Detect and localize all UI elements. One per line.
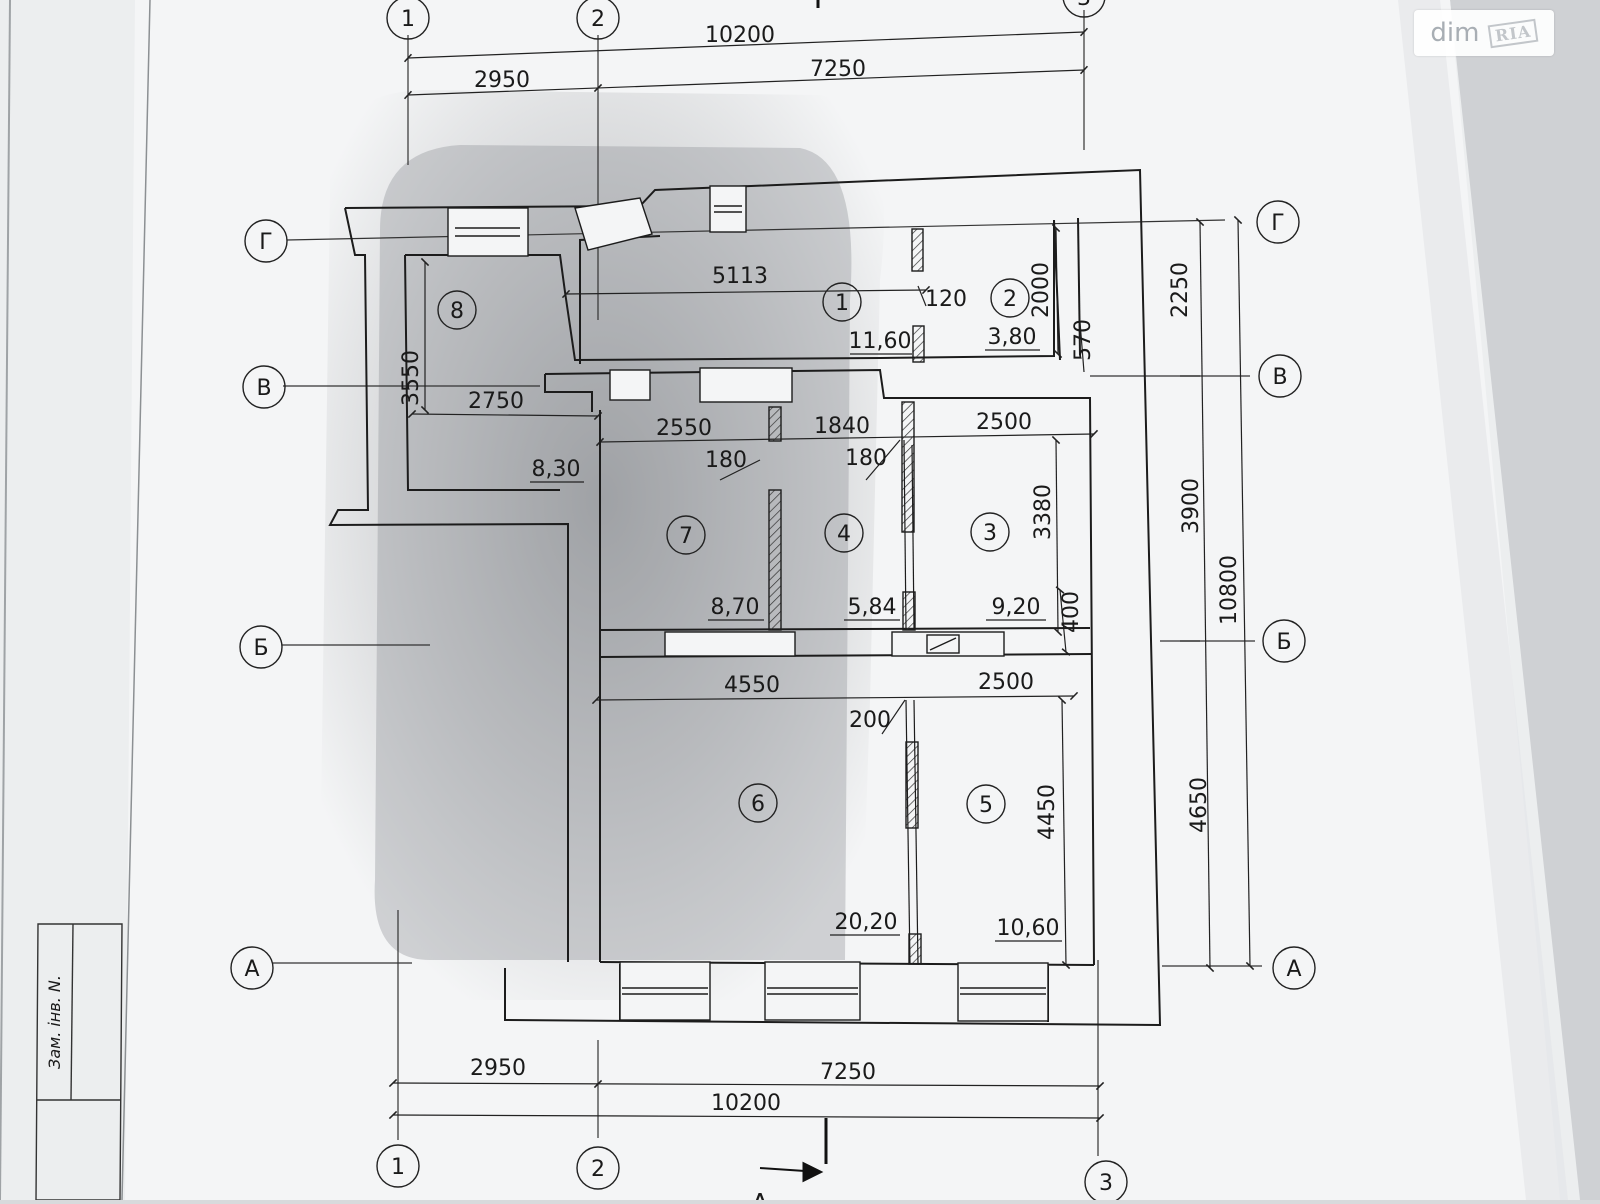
grid-label-row-v-right: В: [1272, 365, 1287, 390]
dim-right-total: 10800: [1217, 555, 1242, 625]
grid-bubble-g-left: [244, 219, 288, 263]
dim-right-b-a: 4650: [1187, 777, 1212, 833]
grid-label-row-a-left: А: [244, 957, 259, 982]
dim-bottom-right: 7250: [820, 1060, 876, 1085]
grid-bubble-g-right: [1256, 200, 1300, 244]
grid-bubble-v-right: [1258, 354, 1302, 398]
room-2-number: 2: [1003, 287, 1017, 312]
room-4-bubble: [824, 513, 864, 553]
room-3-bubble: [970, 512, 1010, 552]
room-4-number: 4: [837, 522, 851, 547]
room-1-number: 1: [835, 291, 849, 316]
dim-wall-120: 120: [925, 287, 967, 312]
room-3-area: 9,20: [992, 595, 1041, 620]
grid-bubble-v-left: [242, 365, 286, 409]
room-3-number: 3: [983, 521, 997, 546]
dim-room8-depth: 3550: [399, 350, 424, 406]
dim-niche-400: 400: [1059, 591, 1084, 633]
room-8-bubble: [437, 290, 477, 330]
grid-label-col-2-bottom: 2: [591, 1157, 605, 1182]
room-8-number: 8: [450, 299, 464, 324]
grid-label-col-3-top: 3: [1077, 0, 1091, 11]
dim-room4-width: 1840: [814, 414, 870, 439]
grid-label-col-2-top: 2: [591, 7, 605, 32]
grid-label-col-1-bottom: 1: [391, 1155, 405, 1180]
room-1-area: 11,60: [849, 329, 912, 354]
grid-bubble-2-bottom: [576, 1146, 620, 1190]
grid-bubble-a-right: [1272, 946, 1316, 990]
grid-label-row-b-right: Б: [1276, 630, 1291, 655]
dim-bottom-left: 2950: [470, 1056, 526, 1081]
dim-wall-180-a: 180: [705, 448, 747, 473]
room-5-bubble: [966, 784, 1006, 824]
dim-room2-depth: 2000: [1029, 262, 1054, 318]
room-6-bubble: [738, 783, 778, 823]
grid-bubble-b-right: [1262, 619, 1306, 663]
room-5-number: 5: [979, 793, 993, 818]
room-5-area: 10,60: [997, 916, 1060, 941]
dim-wall-200: 200: [849, 708, 891, 733]
dim-room5-depth: 4450: [1035, 784, 1060, 840]
photo-shadow: [319, 90, 885, 1000]
grid-label-row-g-left: Г: [259, 230, 272, 255]
dim-room8-width: 2750: [468, 389, 524, 414]
dim-top-total: 10200: [705, 23, 775, 48]
grid-bubble-2-top: [576, 0, 620, 40]
room-8-area: 8,30: [532, 457, 581, 482]
room-7-bubble: [666, 515, 706, 555]
room-6-number: 6: [751, 792, 765, 817]
dim-right-v-b: 3900: [1179, 478, 1204, 534]
grid-bubble-3-top: [1062, 0, 1106, 18]
room-7-number: 7: [679, 524, 693, 549]
grid-label-row-b-left: Б: [253, 636, 268, 661]
room-1-bubble: [822, 282, 862, 322]
dim-corridor-length: 5113: [712, 264, 768, 289]
dim-top-left: 2950: [474, 68, 530, 93]
dim-room3-width: 2500: [976, 410, 1032, 435]
grid-label-row-g-right: Г: [1271, 211, 1284, 236]
grid-label-col-1-top: 1: [401, 7, 415, 32]
wall-openings: [447, 185, 1049, 1022]
grid-bubble-1-top: [386, 0, 430, 40]
grid-bubble-b-left: [239, 625, 283, 669]
watermark-brand: dim: [1430, 18, 1480, 48]
dim-room5-width: 2500: [978, 670, 1034, 695]
grid-bubble-3-bottom: [1084, 1160, 1128, 1200]
grid-label-col-3-bottom: 3: [1099, 1171, 1113, 1196]
dim-door-570: 570: [1071, 319, 1096, 361]
room-2-area: 3,80: [988, 325, 1037, 350]
dim-bottom-total: 10200: [711, 1091, 781, 1116]
room-4-area: 5,84: [848, 595, 897, 620]
dim-wall-180-b: 180: [845, 446, 887, 471]
partitions: [768, 228, 925, 965]
stamp-text: Зам. інв. N.: [45, 975, 64, 1069]
section-label: A: [751, 1189, 769, 1200]
room-7-area: 8,70: [711, 595, 760, 620]
grid-bubble-1-bottom: [376, 1144, 420, 1188]
room-2-bubble: [990, 278, 1030, 318]
dimria-watermark: dim RIA: [1414, 10, 1554, 56]
grid-label-row-a-right: А: [1286, 957, 1301, 982]
room-6-area: 20,20: [835, 910, 898, 935]
dim-room7-width: 2550: [656, 416, 712, 441]
grid-bubble-a-left: [230, 946, 274, 990]
watermark-ria-logo: RIA: [1488, 18, 1539, 48]
grid-label-row-v-left: В: [256, 376, 271, 401]
dim-room3-depth: 3380: [1031, 484, 1056, 540]
section-cut-mark: [759, 0, 828, 1183]
dim-top-right: 7250: [810, 57, 866, 82]
dim-room6-width: 4550: [724, 673, 780, 698]
dim-right-g-v: 2250: [1168, 262, 1193, 318]
